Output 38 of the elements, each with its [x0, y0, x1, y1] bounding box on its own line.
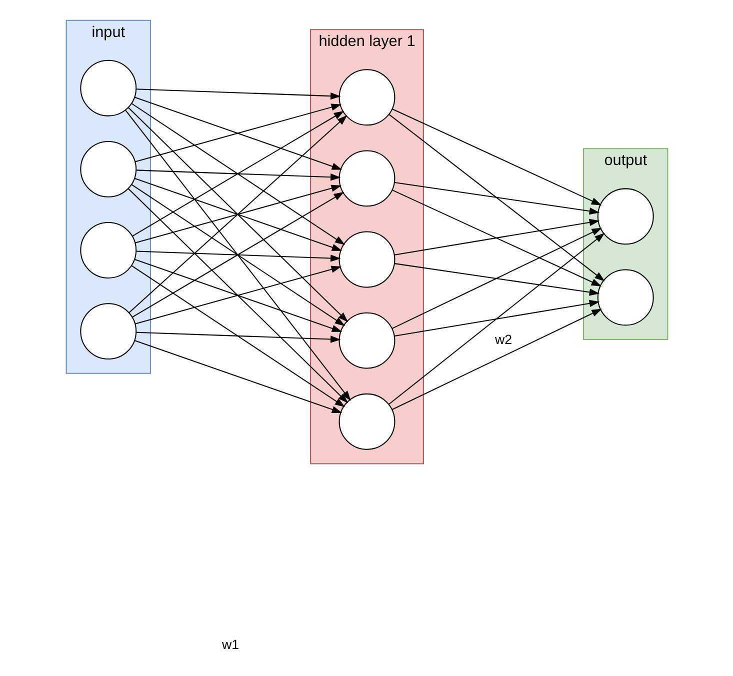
node-circle [338, 69, 395, 126]
arrow [394, 218, 600, 256]
cluster: input [65, 20, 150, 374]
arrow [394, 300, 600, 336]
arrow [124, 110, 350, 401]
node-circle [80, 303, 136, 360]
label: w2 [494, 332, 512, 348]
arrow [392, 308, 602, 410]
arrow [134, 96, 342, 170]
node-circle [338, 150, 395, 207]
arrow [127, 188, 348, 404]
label: w1 [221, 636, 239, 652]
node-circle [596, 188, 654, 245]
node-circle [80, 140, 136, 198]
arrow [131, 265, 345, 408]
cluster: hidden layer 1 [310, 29, 424, 464]
arrow [392, 190, 602, 286]
arrow [134, 178, 342, 251]
arrow [136, 332, 340, 343]
arrow [388, 232, 604, 405]
node-circle [80, 60, 136, 116]
arrow [136, 250, 340, 262]
arrow [134, 104, 342, 162]
node-circle [596, 269, 654, 326]
cluster: output [582, 148, 668, 340]
arrow [394, 182, 600, 215]
arrow [136, 88, 340, 100]
arrow [134, 266, 342, 324]
arrow [392, 228, 602, 329]
arrow [388, 114, 604, 282]
arrow [394, 263, 600, 296]
arrow [134, 258, 342, 332]
arrow [392, 108, 602, 206]
arrow [134, 184, 342, 244]
arrow [134, 340, 342, 413]
node-circle [338, 231, 395, 288]
arrow [136, 170, 340, 181]
node-circle [80, 222, 136, 278]
